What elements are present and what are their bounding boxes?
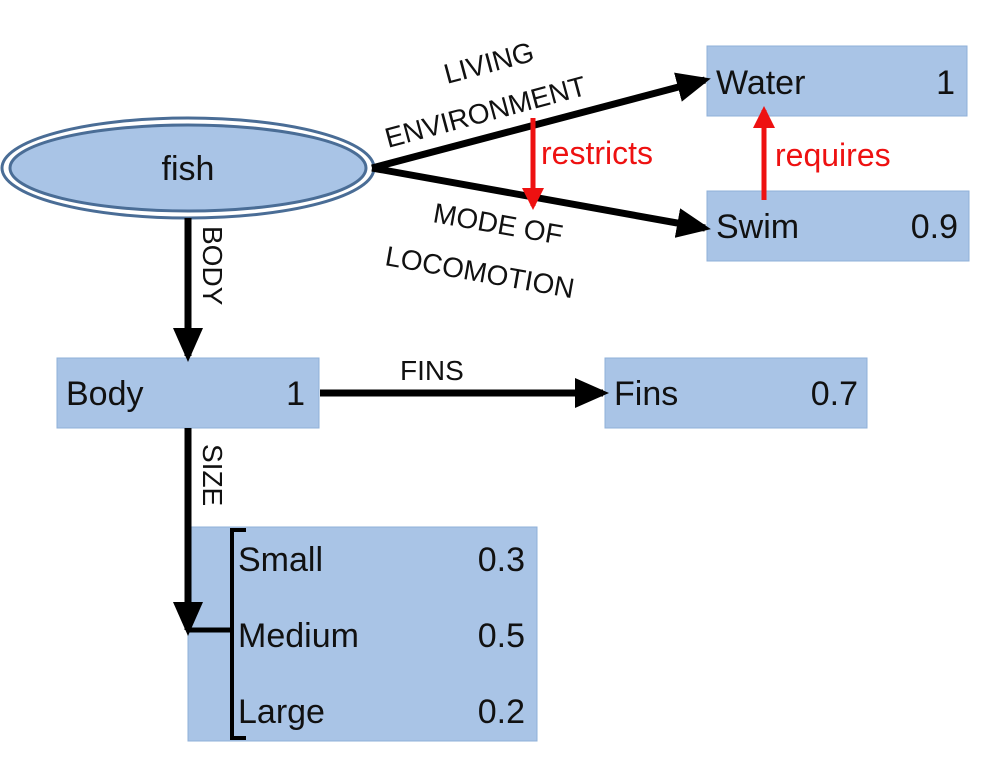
mode-of-locomotion-label: MODE OF LOCOMOTION [383, 197, 577, 304]
size-small-label: Small [238, 541, 323, 579]
fish-node: fish [0, 116, 376, 220]
body-edge-label: BODY [197, 226, 228, 306]
swim-value: 0.9 [911, 208, 958, 246]
size-bracket [230, 528, 246, 740]
fins-node: Fins 0.7 [604, 357, 868, 429]
water-label: Water [716, 64, 805, 102]
svg-text:LIVING: LIVING [441, 36, 538, 90]
size-medium-label: Medium [238, 617, 359, 655]
swim-label: Swim [716, 208, 799, 246]
size-edge-label: SIZE [197, 444, 228, 506]
body-node: Body 1 [56, 357, 320, 429]
svg-text:MODE OF: MODE OF [431, 197, 565, 250]
fish-label: fish [162, 150, 215, 188]
size-options-node: Small 0.3 Medium 0.5 Large 0.2 [187, 526, 538, 742]
svg-text:LOCOMOTION: LOCOMOTION [383, 240, 577, 304]
body-value: 1 [286, 375, 305, 413]
size-medium-value: 0.5 [478, 617, 525, 655]
restricts-label: restricts [541, 135, 653, 171]
fins-label: Fins [614, 375, 678, 413]
fins-value: 0.7 [811, 375, 858, 413]
living-environment-arrow [371, 72, 711, 172]
water-value: 1 [936, 64, 955, 102]
requires-label: requires [775, 137, 891, 173]
body-label: Body [66, 375, 144, 413]
water-node: Water 1 [706, 45, 968, 117]
size-small-value: 0.3 [478, 541, 525, 579]
size-large-label: Large [238, 693, 325, 731]
size-large-value: 0.2 [478, 693, 525, 731]
fins-edge-label: FINS [400, 355, 464, 386]
swim-node: Swim 0.9 [706, 190, 970, 262]
